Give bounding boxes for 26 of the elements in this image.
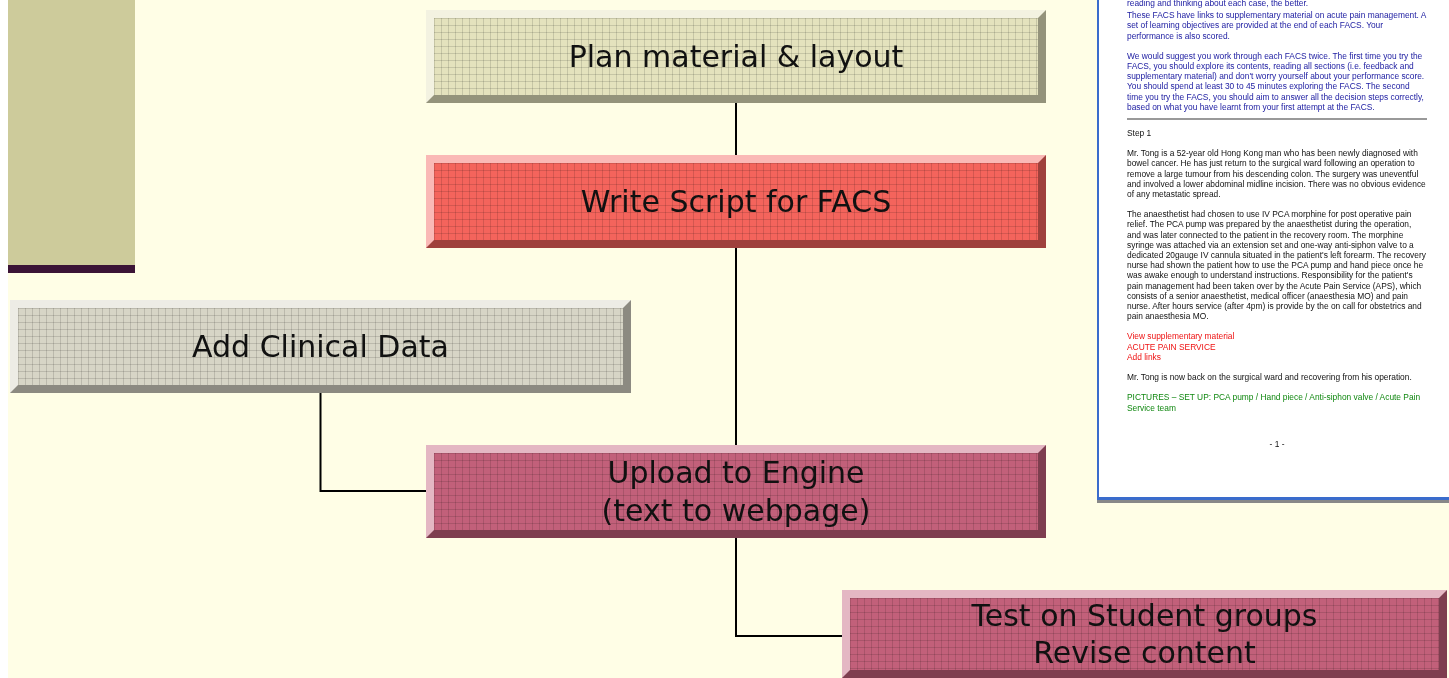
connector-line [735, 537, 843, 637]
document-text: Mr. Tong is now back on the surgical ward and recovering from his operation. [1127, 372, 1413, 383]
document-text: The anaesthetist had chosen to use IV PCA morphine for post operative pain relief. The PCA pump was prepared by the anaesthetist during the operation, and was later connected to the patient in the recovery room. The morphine syringe was attached via an extension set and one-way anti-siphon valve to a dedicated 20gauge IV cannula situated in the patient's left forearm. The recovery nurse had shown the patient how to use the PCA pump and hand piece once he was awake enough to understand instructions. Responsibility for the patient's pain management had been taken over by the Acute Pain Service (APS), which consists of a senior anaesthetist, medical officer (anaesthesia MO) and pain nurse. After hours service (after 4pm) is provide by the on call for obstetrics and pain anaesthesia MO. [1127, 209, 1427, 322]
box-label: Write Script for FACS [580, 182, 892, 221]
document-text: View supplementary material [1127, 331, 1236, 342]
process-box [426, 445, 1046, 538]
connector-line [319, 392, 427, 492]
document-text: reading and thinking about each case, the better. [1127, 0, 1310, 9]
document-text: These FACS have links to supplementary material on acute pain management. A set of learning objectives are provided at the end of each FACS. Your performance is also scored. [1127, 10, 1427, 41]
document-text: Add links [1127, 351, 1162, 363]
document-text: PICTURES – SET UP: PCA pump / Hand piece / Anti-siphon valve / Acute Pain Service team [1127, 392, 1422, 413]
document-text: Step 1 [1127, 128, 1153, 139]
process-box [842, 590, 1447, 678]
box-label: Upload to Engine (text to webpage) [600, 454, 872, 529]
box-label: Plan material & layout [568, 37, 904, 76]
document-text: We would suggest you work through each FACS twice. The first time you try the FACS, you should explore its contents, reading all sections (i.e. feedback and supplementary material) and don't worry yourself about your performance score. You should spend at least 30 to 45 minutes exploring the FACS. The second time you try the FACS, you should aim to answer all the decision steps correctly, based on what you have learnt from your first attempt at the FACS. [1127, 50, 1426, 113]
document-text: - 1 - [1268, 438, 1286, 449]
connector-line [735, 247, 737, 446]
connector-line [735, 102, 737, 156]
process-box [426, 10, 1046, 103]
document-text: Mr. Tong is a 52-year old Hong Kong man who has been newly diagnosed with bowel cancer. He has just return to the surgical ward following an operation to remove a large tumour from his descending colon. The surgery was uneventful and involved a lower abdominal midline incision. There was no obvious evidence of any metastatic spread. [1127, 148, 1427, 200]
box-label: Add Clinical Data [192, 327, 449, 366]
process-box [426, 155, 1046, 248]
box-label: Test on Student groups Revise content [970, 596, 1319, 672]
document-text: ACUTE PAIN SERVICE [1127, 341, 1217, 352]
process-box [10, 300, 631, 393]
